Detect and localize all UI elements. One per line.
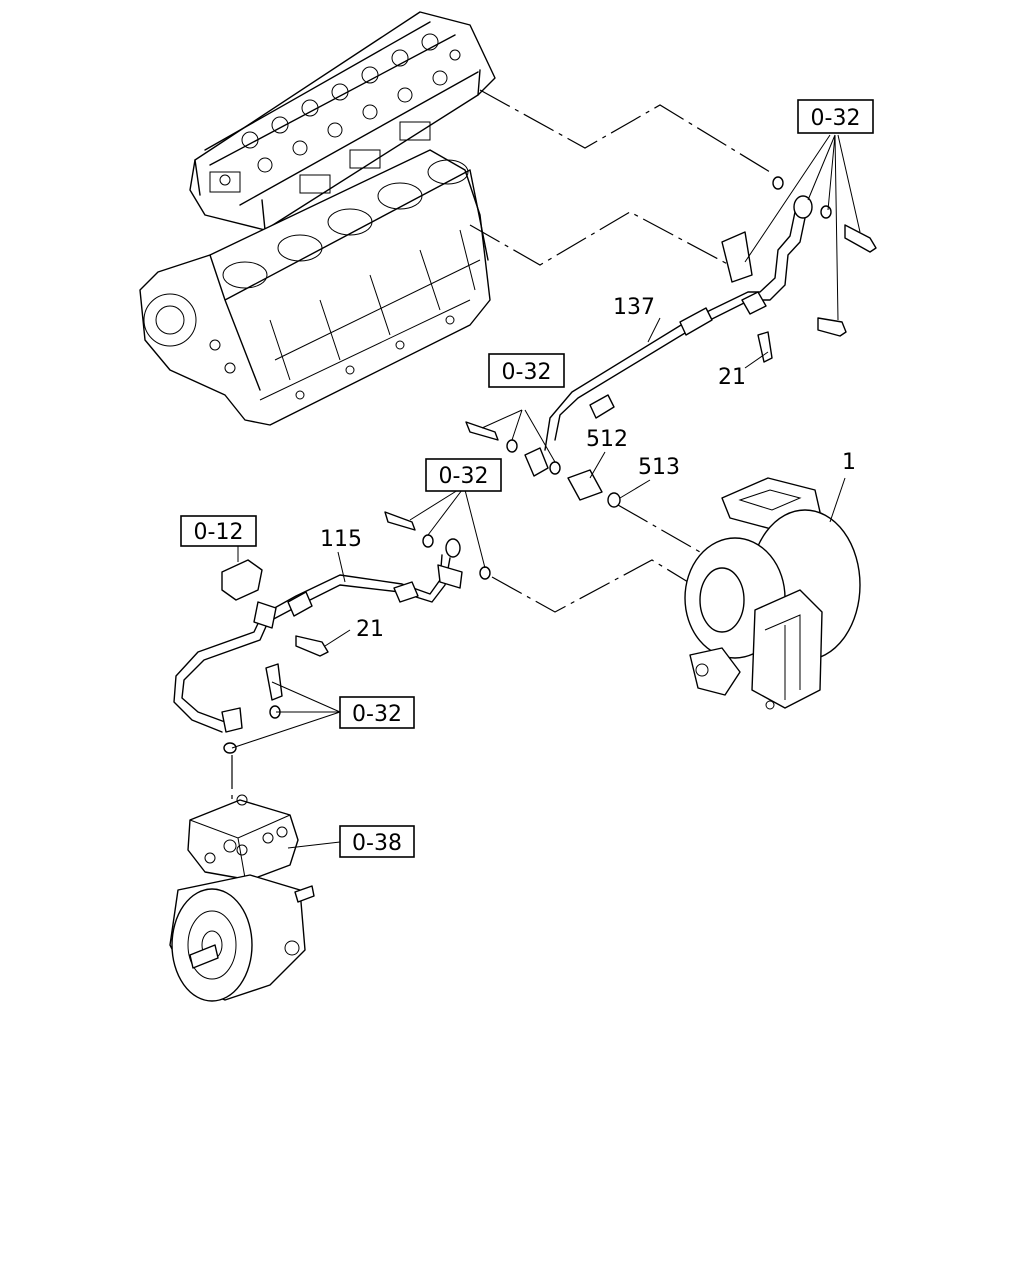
- ref-box-6: 0-38: [339, 825, 415, 858]
- leader-lines: [231, 89, 771, 812]
- part-number-21-upper: 21: [718, 365, 746, 390]
- ref-box-1: 0-32: [797, 99, 874, 134]
- air-compressor: [169, 794, 315, 1002]
- ref-label-5: 0-32: [352, 702, 402, 727]
- ref-label-6: 0-38: [352, 831, 402, 856]
- part-number-512: 512: [586, 427, 628, 452]
- ref-box-3: 0-32: [425, 458, 502, 492]
- callout-leaders: [231, 134, 861, 849]
- lower-oil-pipe: [173, 511, 491, 754]
- ref-box-4: 0-12: [180, 515, 257, 547]
- upper-oil-pipe: [544, 176, 877, 451]
- part-number-513: 513: [638, 455, 680, 480]
- union-fittings: [465, 421, 621, 508]
- ref-box-5: 0-32: [339, 696, 415, 729]
- part-number-21-lower: 21: [356, 617, 384, 642]
- part-number-115: 115: [320, 527, 362, 552]
- ref-label-1: 0-32: [811, 106, 861, 131]
- ref-label-3: 0-32: [439, 464, 489, 489]
- turbocharger: [684, 477, 861, 710]
- part-number-137: 137: [613, 295, 655, 320]
- ref-label-2: 0-32: [502, 360, 552, 385]
- ref-label-4: 0-12: [194, 520, 244, 545]
- part-number-1: 1: [842, 450, 856, 475]
- cylinder-block: [139, 149, 491, 426]
- cylinder-head: [189, 11, 496, 231]
- ref-box-2: 0-32: [488, 353, 565, 388]
